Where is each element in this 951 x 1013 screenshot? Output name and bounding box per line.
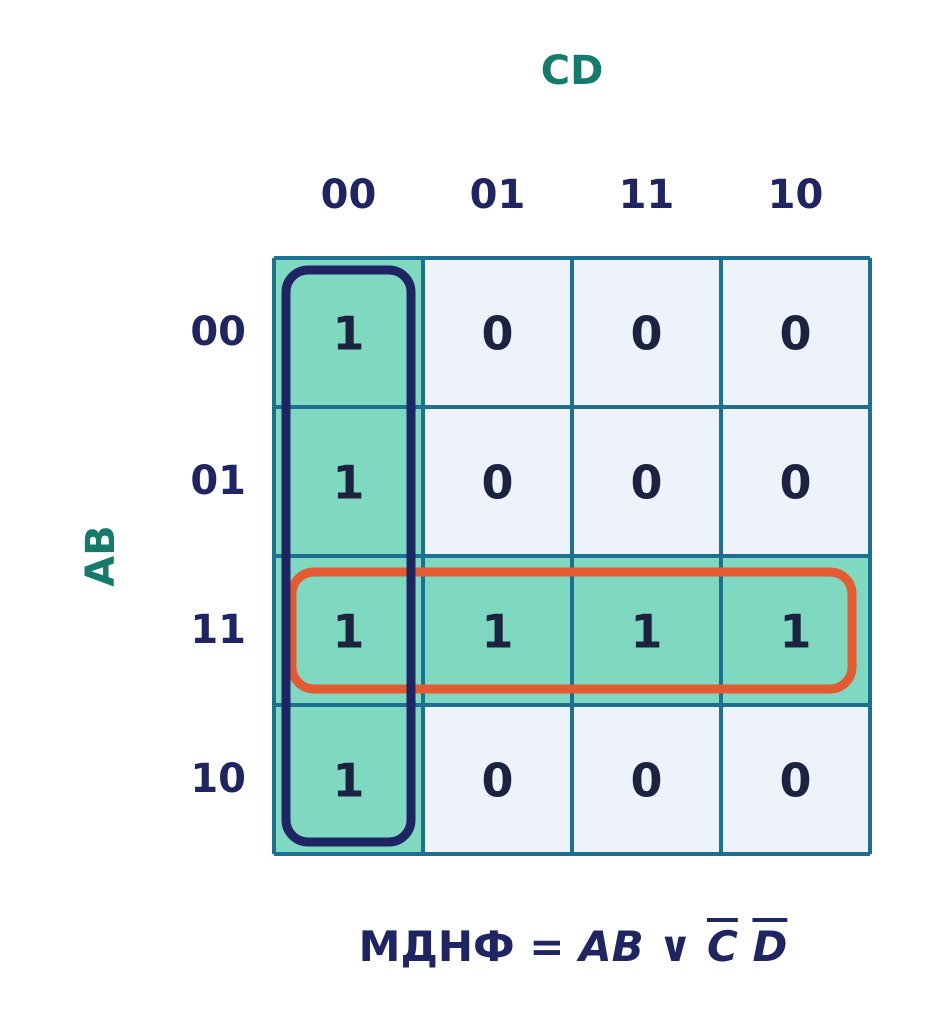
cell-value-r1-c0: 1 xyxy=(332,456,364,510)
cell-value-r2-c2: 1 xyxy=(630,605,662,659)
formula-term-not-d: D xyxy=(752,922,788,971)
row-header-10: 10 xyxy=(190,756,246,802)
cell-value-r1-c1: 0 xyxy=(481,456,513,510)
cell-bg-r2-c1 xyxy=(423,556,572,705)
cell-bg-r1-c2 xyxy=(572,407,721,556)
cell-bg-r3-c3 xyxy=(721,705,870,854)
cell-value-r0-c3: 0 xyxy=(779,307,811,361)
cell-value-r2-c0: 1 xyxy=(332,605,364,659)
cell-bg-r1-c1 xyxy=(423,407,572,556)
formula-term-ab: AB xyxy=(579,922,644,971)
column-header-11: 11 xyxy=(618,172,675,218)
group-outline-column xyxy=(281,265,416,847)
group-outline-row xyxy=(287,567,857,694)
cell-bg-r0-c2 xyxy=(572,258,721,407)
cell-value-r1-c2: 0 xyxy=(630,456,662,510)
row-header-00: 00 xyxy=(190,309,246,355)
cell-value-r3-c1: 0 xyxy=(481,754,513,808)
formula-prefix: МДНФ = xyxy=(358,922,580,971)
cell-bg-r1-c0 xyxy=(274,407,423,556)
cell-value-r3-c3: 0 xyxy=(779,754,811,808)
formula-or-operator: ∨ xyxy=(643,922,707,971)
cell-value-r0-c0: 1 xyxy=(332,307,364,361)
column-header-01: 01 xyxy=(469,172,526,218)
cell-value-r1-c3: 0 xyxy=(779,456,811,510)
cell-value-r3-c2: 0 xyxy=(630,754,662,808)
column-header-10: 10 xyxy=(767,172,824,218)
cell-value-r0-c2: 0 xyxy=(630,307,662,361)
row-header-01: 01 xyxy=(190,458,246,504)
cell-bg-r0-c0 xyxy=(274,258,423,407)
column-variable-label: CD xyxy=(540,48,604,94)
cell-bg-r1-c3 xyxy=(721,407,870,556)
cell-bg-r3-c2 xyxy=(572,705,721,854)
cell-value-r2-c1: 1 xyxy=(481,605,513,659)
cell-bg-r0-c1 xyxy=(423,258,572,407)
cell-value-r3-c0: 1 xyxy=(332,754,364,808)
cell-value-r0-c1: 0 xyxy=(481,307,513,361)
cell-bg-r3-c1 xyxy=(423,705,572,854)
column-header-00: 00 xyxy=(320,172,377,218)
formula-term-not-c: C xyxy=(707,922,738,971)
cell-value-r2-c3: 1 xyxy=(779,605,811,659)
cell-bg-r0-c3 xyxy=(721,258,870,407)
row-header-11: 11 xyxy=(190,607,246,653)
cell-bg-r2-c2 xyxy=(572,556,721,705)
minimal-dnf-formula: МДНФ = AB ∨ C D xyxy=(300,922,846,971)
cell-bg-r3-c0 xyxy=(274,705,423,854)
